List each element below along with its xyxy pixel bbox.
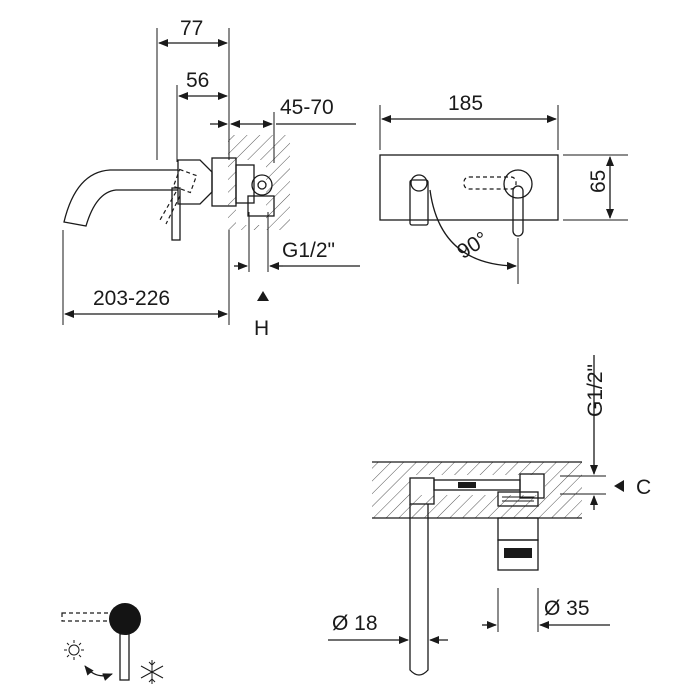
sun-icon [64, 640, 84, 660]
snowflake-icon [140, 660, 164, 684]
connector-circle [251, 174, 273, 196]
c-arrow-icon [614, 480, 624, 492]
front-handle-lever [512, 185, 524, 237]
double-arrow-icon [84, 665, 113, 681]
dim-phi35: Ø 35 [544, 597, 590, 620]
spout [63, 169, 178, 227]
handle-lever [171, 187, 181, 241]
dim-77: 77 [180, 17, 203, 40]
top-view: G1/2" C Ø 18 Ø 35 [328, 355, 651, 676]
handle-rotated-outline [463, 176, 517, 190]
h-label: H [254, 317, 269, 340]
front-handle-base [503, 169, 533, 199]
cover-plate [379, 154, 559, 221]
dim-90: 90° [453, 227, 492, 263]
dim-g12-vertical: G1/2" [584, 364, 607, 417]
front-spout [409, 179, 429, 226]
dim-185: 185 [448, 92, 483, 115]
h-arrow-icon [257, 291, 269, 301]
dim-56: 56 [186, 69, 209, 92]
side-view: 77 56 45-70 G1/2" 203-226 H [62, 17, 360, 340]
dim-phi18: Ø 18 [332, 612, 378, 635]
top-spout-pipe [409, 504, 429, 676]
temperature-legend [61, 603, 164, 684]
handle-knob-icon [109, 603, 141, 635]
dim-65: 65 [587, 170, 610, 193]
front-view: 90° 185 65 [379, 92, 628, 284]
valve-body [177, 159, 213, 205]
dim-45-70: 45-70 [280, 96, 334, 119]
c-label: C [636, 476, 651, 499]
dim-203-226: 203-226 [93, 287, 170, 310]
dim-g12-side: G1/2" [282, 239, 335, 262]
